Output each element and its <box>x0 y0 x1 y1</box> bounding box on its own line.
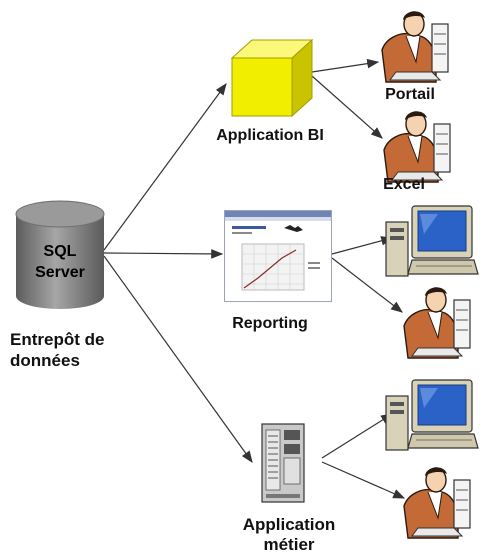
database-caption-line2: données <box>10 351 80 370</box>
report-thumbnail-icon <box>224 210 332 302</box>
database-caption-line1: Entrepôt de <box>10 330 105 349</box>
arrow-db-to-business-app <box>103 255 253 463</box>
reporting-computer-icon <box>385 205 479 277</box>
reporting-user-icon <box>403 287 471 359</box>
database-name-line2: Server <box>35 264 85 281</box>
arrow-business-to-computer <box>321 413 394 459</box>
arrow-bi-to-portal <box>311 58 380 73</box>
excel-label: Excel <box>383 176 425 193</box>
business-app-label-line1: Application <box>242 515 336 534</box>
portal-label: Portail <box>385 86 435 103</box>
arrow-reporting-to-user <box>331 257 403 313</box>
portal-user-icon <box>381 11 449 83</box>
bi-app-label: Application BI <box>216 127 324 144</box>
business-app-label-line2: métier <box>263 535 315 554</box>
database-name-line1: SQL <box>43 243 77 260</box>
business-user-icon <box>403 467 471 539</box>
cube-icon <box>230 38 314 118</box>
excel-user-icon <box>383 111 451 183</box>
arrow-bi-to-excel <box>311 75 383 139</box>
server-tower-icon <box>261 423 305 503</box>
arrow-db-to-reporting <box>103 249 224 259</box>
arrow-db-to-bi <box>103 83 227 251</box>
business-computer-icon <box>385 379 479 451</box>
arrow-business-to-user <box>321 461 406 499</box>
database-cylinder-icon <box>15 200 105 309</box>
arrow-reporting-to-computer <box>331 236 394 255</box>
reporting-label: Reporting <box>232 315 308 332</box>
